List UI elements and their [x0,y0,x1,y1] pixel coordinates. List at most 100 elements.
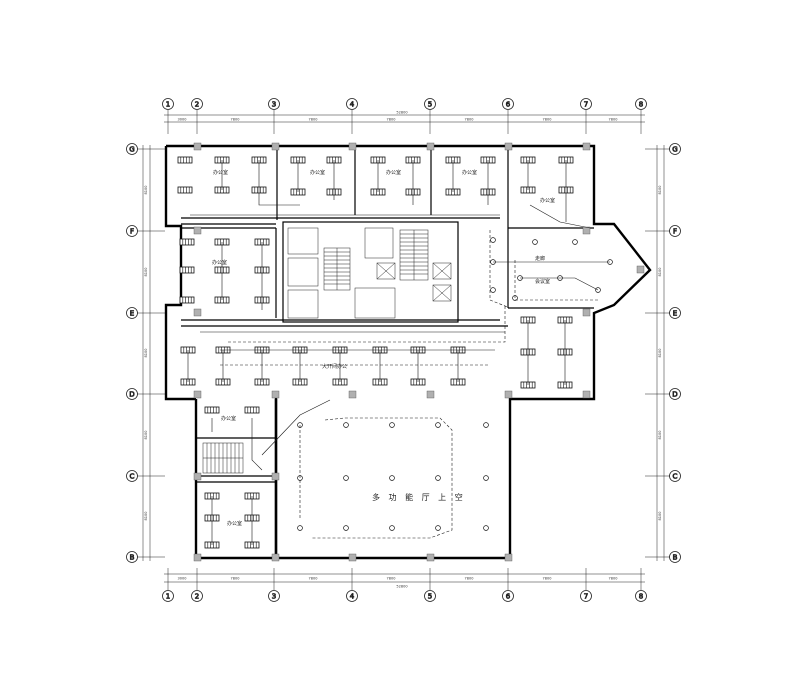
axis-bubble-bottom-4: 4 [346,590,358,602]
fluorescent-light-fixture-icon [204,406,220,414]
downlights [297,237,613,531]
axis-bubble-right-D: D [669,388,681,400]
right-dimension-texts: 8100 8100 8100 8100 8100 [658,186,662,521]
svg-text:D: D [672,391,677,399]
elevator-shaft-3-icon [432,284,452,302]
room-label-office-2: 办公室 [310,169,325,176]
svg-text:D: D [129,391,134,399]
bottom-dim-seg-2: 7800 [231,577,240,581]
bottom-dim-seg-4: 7800 [387,577,396,581]
left-dim-seg-5: 8100 [144,512,148,521]
bottom-dimension-texts: 3000 7800 7800 7800 7800 7800 7800 52800 [178,577,618,589]
svg-text:2: 2 [195,101,199,109]
right-dim-seg-4: 8100 [658,431,662,440]
downlight-icon [435,525,441,531]
svg-text:F: F [130,228,134,236]
bottom-total-dimension: 52800 [396,585,407,589]
top-dimension-lines [164,110,645,134]
svg-text:E: E [673,310,677,318]
room-label-office-3: 办公室 [386,169,401,176]
axis-bubble-top-3: 3 [268,98,280,110]
top-dim-seg-1: 3000 [178,118,187,122]
downlight-icon [389,475,395,481]
left-dim-seg-1: 8100 [144,186,148,195]
right-axis-bubbles: G F E D C B [669,143,681,563]
axis-bubble-top-7: 7 [580,98,592,110]
axis-bubble-right-C: C [669,470,681,482]
fluorescent-light-fixture-icon [179,266,195,274]
staircase-core-left-icon [323,247,351,291]
left-axis-bubbles: G F E D C B [126,143,138,563]
axis-bubble-bottom-6: 6 [502,590,514,602]
svg-text:5: 5 [428,593,432,601]
svg-text:7: 7 [584,101,588,109]
room-label-office-8: 办公室 [227,520,242,527]
room-labels: 办公室 办公室 办公室 办公室 办公室 办公室 会议室 走廊 大开间办公 办公室… [212,169,555,527]
downlight-icon [343,475,349,481]
left-dim-seg-4: 8100 [144,431,148,440]
bottom-dimension-lines [164,568,645,590]
dashed-wiring [220,230,600,539]
axis-bubble-right-B: B [669,551,681,563]
downlight-icon [572,239,578,245]
right-dim-seg-5: 8100 [658,512,662,521]
left-dim-seg-3: 8100 [144,349,148,358]
top-dim-seg-7: 7800 [609,118,618,122]
fluorescent-light-fixture-icon [244,406,260,414]
axis-bubble-top-4: 4 [346,98,358,110]
svg-text:C: C [130,473,135,481]
svg-text:E: E [130,310,134,318]
room-label-office-7: 办公室 [221,415,236,422]
svg-text:1: 1 [166,593,170,601]
axis-bubble-bottom-8: 8 [635,590,647,602]
wiring-runs [187,160,610,545]
bottom-dim-seg-1: 3000 [178,577,187,581]
right-dimension-lines [645,145,670,561]
downlight-icon [389,422,395,428]
fluorescent-light-fixture-icon [179,238,195,246]
left-dimension-texts: 8100 8100 8100 8100 8100 [144,186,148,521]
svg-text:6: 6 [506,101,511,109]
fluorescent-light-fixture-icon [177,156,193,164]
svg-text:B: B [673,554,678,562]
downlight-icon [343,525,349,531]
structural-columns [193,142,645,562]
room-label-hall: 多 功 能 厅 上 空 [372,492,466,502]
downlight-icon [389,525,395,531]
left-dimension-lines [137,145,165,561]
room-label-office-4: 办公室 [462,169,477,176]
svg-text:G: G [672,146,677,154]
top-dim-seg-5: 7800 [465,118,474,122]
room-label-office-5: 办公室 [540,197,555,204]
room-label-open-office: 大开间办公 [322,363,347,370]
svg-text:7: 7 [584,593,588,601]
fluorescent-light-fixture-icon [177,186,193,194]
svg-text:G: G [129,146,134,154]
top-axis-bubbles: 1 2 3 4 5 6 7 8 [162,98,647,110]
top-dim-seg-2: 7800 [231,118,240,122]
top-dim-seg-4: 7800 [387,118,396,122]
axis-bubble-bottom-3: 3 [268,590,280,602]
right-dim-seg-1: 8100 [658,186,662,195]
svg-text:3: 3 [272,593,276,601]
bottom-dim-seg-7: 7800 [609,577,618,581]
bottom-dim-seg-6: 7800 [543,577,552,581]
staircase-wing-icon [202,442,244,474]
axis-bubble-bottom-7: 7 [580,590,592,602]
svg-text:F: F [673,228,677,236]
axis-bubble-bottom-5: 5 [424,590,436,602]
svg-text:B: B [130,554,135,562]
fluorescent-light-fixture-icon [179,296,195,304]
svg-text:8: 8 [639,593,643,601]
downlight-icon [435,422,441,428]
svg-text:C: C [673,473,678,481]
svg-text:6: 6 [506,593,511,601]
axis-bubble-right-E: E [669,307,681,319]
axis-bubble-top-1: 1 [162,98,174,110]
svg-text:1: 1 [166,101,170,109]
svg-text:4: 4 [350,101,355,109]
top-dim-seg-3: 7800 [309,118,318,122]
downlight-icon [343,422,349,428]
right-dim-seg-3: 8100 [658,349,662,358]
